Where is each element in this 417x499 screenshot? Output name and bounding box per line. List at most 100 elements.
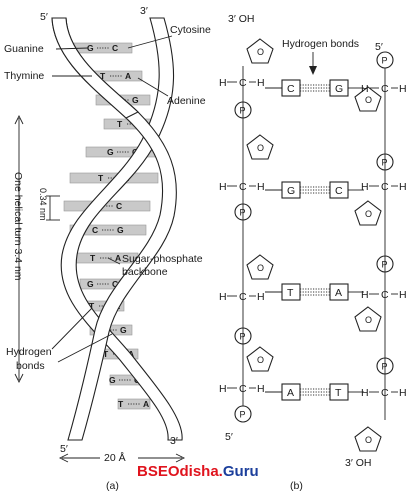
width-arrow-left xyxy=(58,453,69,463)
width-arrow-right xyxy=(175,453,186,463)
label-thymine: Thymine xyxy=(4,70,44,82)
base-letter: C xyxy=(112,279,118,289)
sugar-oxygen: O xyxy=(365,315,372,325)
nucleobase-letter: G xyxy=(287,185,295,197)
deoxyribose-sugar xyxy=(354,86,382,112)
hydrogen-atom: H xyxy=(257,181,265,193)
sugar-oxygen: O xyxy=(365,435,372,445)
phosphate-label: P xyxy=(240,332,246,342)
base-letter: G xyxy=(107,147,114,157)
base-letter: T xyxy=(90,253,96,263)
base-letter: G xyxy=(109,375,116,385)
dim-rise-label: 0.34 nm xyxy=(38,188,48,221)
base-letter: T xyxy=(100,71,106,81)
phosphate-label: P xyxy=(382,362,388,372)
hydrogen-atom: H xyxy=(399,289,407,301)
leader-adenine xyxy=(137,77,169,97)
hydrogen-atom: H xyxy=(257,383,265,395)
base-letter: T xyxy=(89,301,95,311)
phosphate-label: P xyxy=(240,208,246,218)
helix-strand-front xyxy=(51,17,177,441)
b-top-right: 5′ xyxy=(375,41,383,53)
dna-double-helix: GCTACGTAGCTAGCCGTAGCTACGTAGCTA xyxy=(51,17,183,441)
nucleobase-letter: C xyxy=(335,185,343,197)
sugar-oxygen: O xyxy=(257,47,264,57)
deoxyribose-sugar xyxy=(354,200,382,226)
strand-5prime-bottom: 5′ xyxy=(60,443,68,455)
nucleobase-letter: A xyxy=(287,387,294,399)
hydrogen-atom: H xyxy=(219,77,227,89)
deoxyribose-sugar xyxy=(246,134,274,160)
phosphate-label: P xyxy=(382,56,388,66)
base-letter: A xyxy=(115,253,121,263)
watermark: BSEOdisha.Guru xyxy=(137,463,259,480)
base-letter: G xyxy=(120,325,127,335)
deoxyribose-sugar xyxy=(354,306,382,332)
phosphate-label: P xyxy=(382,158,388,168)
deoxyribose-sugar xyxy=(246,38,274,64)
b-top-left: 3′ OH xyxy=(228,13,254,25)
nucleobase-letter: C xyxy=(287,83,295,95)
phosphate-label: P xyxy=(240,410,246,420)
dim-turn-label: One helical turn 3.4 nm xyxy=(12,172,24,281)
base-letter: T xyxy=(103,349,109,359)
base-letter: G xyxy=(87,43,94,53)
deoxyribose-sugar xyxy=(246,254,274,280)
hydrogen-atom: H xyxy=(399,181,407,193)
deoxyribose-sugar xyxy=(246,346,274,372)
hydrogen-atom: H xyxy=(257,291,265,303)
strand-3prime-top: 3′ xyxy=(140,5,148,17)
leader-cytosine xyxy=(127,35,173,49)
b-hbond-arrow-head xyxy=(309,66,317,75)
hydrogen-atom: H xyxy=(219,291,227,303)
base-letter: T xyxy=(98,173,104,183)
sugar-oxygen: O xyxy=(365,95,372,105)
strand-3prime-bottom: 3′ xyxy=(170,435,178,447)
sugar-oxygen: O xyxy=(257,143,264,153)
b-bottom-left: 5′ xyxy=(225,431,233,443)
leader-sugar-phosphate xyxy=(107,257,121,265)
turn-arrow-top xyxy=(14,114,24,125)
b-bottom-right: 3′ OH xyxy=(345,457,371,469)
strand-5prime-top: 5′ xyxy=(40,11,48,23)
label-hydrogen-bonds-a-1: Hydrogen xyxy=(6,346,52,358)
base-letter: G xyxy=(132,95,139,105)
hydrogen-atom: H xyxy=(219,383,227,395)
sugar-oxygen: O xyxy=(257,355,264,365)
label-sugar-phosphate-2: backbone xyxy=(122,266,168,278)
hydrogen-atom: H xyxy=(399,387,407,399)
hydrogen-atom: H xyxy=(399,83,407,95)
hydrogen-atom: H xyxy=(361,181,369,193)
phosphate-label: P xyxy=(382,260,388,270)
base-letter: T xyxy=(118,399,124,409)
leader-hbond-1 xyxy=(51,307,93,350)
caption-b: (b) xyxy=(290,480,303,492)
nucleobase-letter: T xyxy=(287,287,294,299)
base-letter: G xyxy=(117,225,124,235)
base-letter: A xyxy=(125,71,131,81)
nucleobase-letter: T xyxy=(335,387,342,399)
leader-guanine xyxy=(55,47,89,50)
hydrogen-atom: H xyxy=(361,289,369,301)
base-letter: A xyxy=(143,399,149,409)
label-hydrogen-bonds-a-2: bonds xyxy=(16,360,45,372)
watermark-brand: BSEOdisha. xyxy=(137,463,223,480)
helix-strand-front-upper xyxy=(51,17,139,119)
hydrogen-atom: H xyxy=(257,77,265,89)
watermark-guru: Guru xyxy=(222,463,259,480)
hydrogen-atom: H xyxy=(361,387,369,399)
hydrogen-atom: H xyxy=(219,181,227,193)
dim-width-label: 20 Å xyxy=(104,451,126,464)
sugar-oxygen: O xyxy=(365,209,372,219)
label-adenine: Adenine xyxy=(167,95,206,107)
turn-arrow-bottom xyxy=(14,373,24,384)
base-letter: C xyxy=(92,225,98,235)
label-cytosine: Cytosine xyxy=(170,24,211,36)
b-hydrogen-bonds-label: Hydrogen bonds xyxy=(282,38,359,50)
hydrogen-atom: H xyxy=(361,83,369,95)
base-letter: C xyxy=(116,201,122,211)
helix-strand-back xyxy=(60,17,183,441)
label-guanine: Guanine xyxy=(4,43,44,55)
